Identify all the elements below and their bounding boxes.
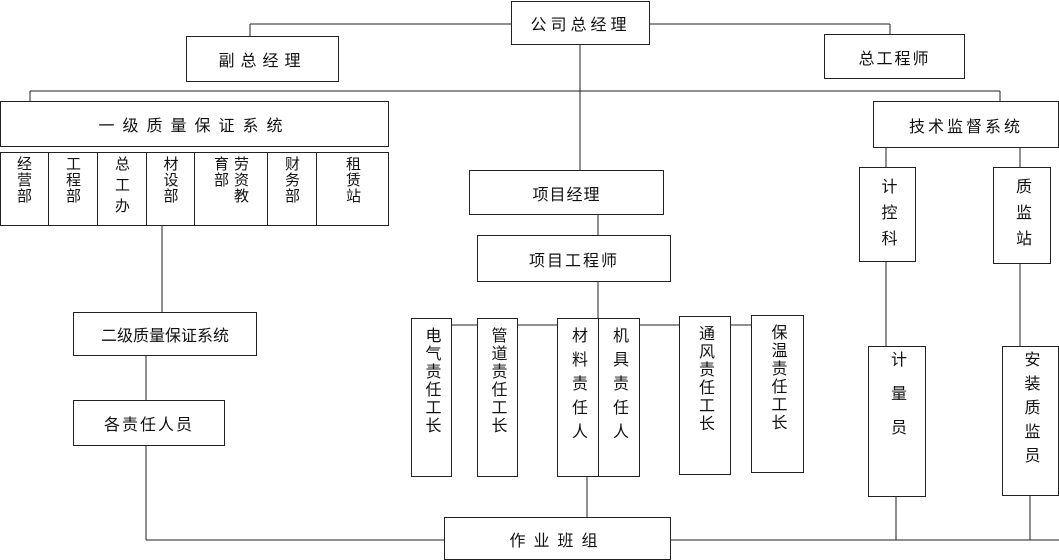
dept-laozi-jiaoyu: 劳资教育部 bbox=[212, 156, 250, 204]
work-team-box: 作业班组 bbox=[444, 517, 671, 560]
responsible-machinery: 机具责任人 bbox=[598, 318, 640, 477]
project-engineer-box: 项目工程师 bbox=[477, 235, 671, 282]
dept-zonggongban: 总工办 bbox=[113, 156, 131, 219]
dept-caiwu: 财务部 bbox=[283, 156, 301, 204]
responsible-staff-box: 各责任人员 bbox=[73, 400, 225, 446]
general-manager-box: 公司总经理 bbox=[511, 1, 650, 45]
dept-jingying: 经营部 bbox=[15, 156, 33, 204]
foreman-insulation: 保温责任工长 bbox=[751, 315, 804, 473]
foreman-ventilation: 通风责任工长 bbox=[679, 316, 731, 475]
zhijian-box: 质监站 bbox=[993, 167, 1051, 264]
foreman-electrical: 电气责任工长 bbox=[411, 318, 452, 477]
dept-gongcheng: 工程部 bbox=[64, 156, 82, 204]
jikong-box: 计控科 bbox=[859, 167, 916, 262]
metering-box: 计量员 bbox=[868, 346, 926, 497]
level2-qa-box: 二级质量保证系统 bbox=[73, 312, 257, 356]
dept-zulin: 租赁站 bbox=[344, 156, 362, 204]
chief-engineer-box: 总工程师 bbox=[824, 34, 965, 79]
tech-supervision-box: 技术监督系统 bbox=[873, 101, 1059, 148]
dept-caishe: 材设部 bbox=[161, 156, 180, 204]
foreman-piping: 管道责任工长 bbox=[477, 318, 518, 477]
level1-qa-box: 一级质量保证系统 bbox=[0, 101, 389, 147]
deputy-manager-box: 副总经理 bbox=[186, 36, 339, 82]
responsible-materials: 材料责任人 bbox=[557, 318, 599, 477]
project-manager-box: 项目经理 bbox=[469, 170, 664, 215]
install-qc-box: 安装质监员 bbox=[1002, 346, 1059, 496]
